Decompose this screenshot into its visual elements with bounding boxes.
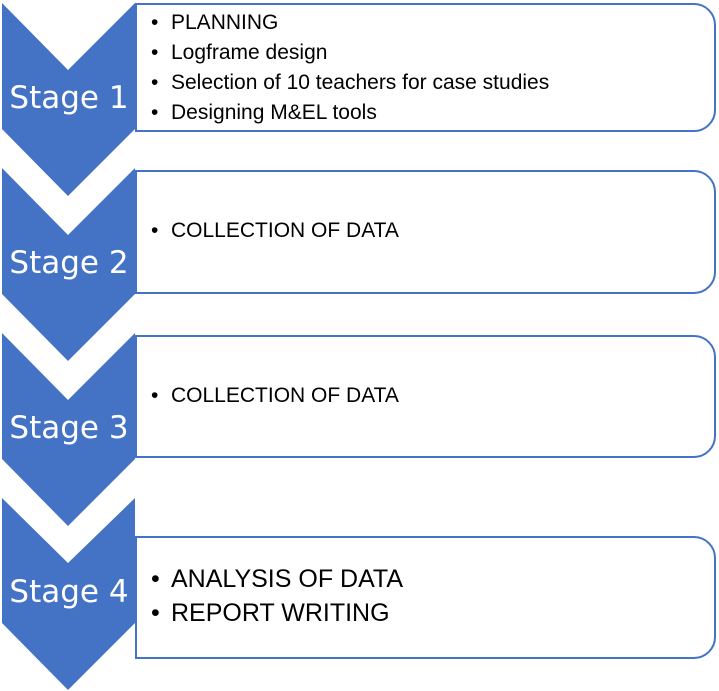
stage-3-label: Stage 3 <box>9 410 129 446</box>
stage-1-box: PLANNING Logframe design Selection of 10… <box>135 3 716 132</box>
list-item: REPORT WRITING <box>151 596 403 630</box>
list-item: Logframe design <box>151 38 549 68</box>
list-item: Selection of 10 teachers for case studie… <box>151 68 549 98</box>
stage-4-list: ANALYSIS OF DATA REPORT WRITING <box>151 562 403 630</box>
stage-3-list: COLLECTION OF DATA <box>151 381 399 411</box>
stage-1-chevron <box>2 3 135 196</box>
stage-2-list: COLLECTION OF DATA <box>151 216 399 246</box>
stage-3-chevron <box>2 333 135 526</box>
list-item: COLLECTION OF DATA <box>151 216 399 246</box>
stage-4-box: ANALYSIS OF DATA REPORT WRITING <box>135 536 716 659</box>
list-item: COLLECTION OF DATA <box>151 381 399 411</box>
list-item: Designing M&EL tools <box>151 98 549 128</box>
stage-2-label: Stage 2 <box>9 245 129 281</box>
stage-1-list: PLANNING Logframe design Selection of 10… <box>151 8 549 128</box>
list-item: ANALYSIS OF DATA <box>151 562 403 596</box>
stage-2-chevron <box>2 168 135 361</box>
stage-4-label: Stage 4 <box>9 574 129 610</box>
list-item: PLANNING <box>151 8 549 38</box>
stage-4-chevron <box>2 498 135 690</box>
stage-3-box: COLLECTION OF DATA <box>135 335 716 458</box>
stage-1-label: Stage 1 <box>9 80 129 116</box>
stage-2-box: COLLECTION OF DATA <box>135 170 716 294</box>
